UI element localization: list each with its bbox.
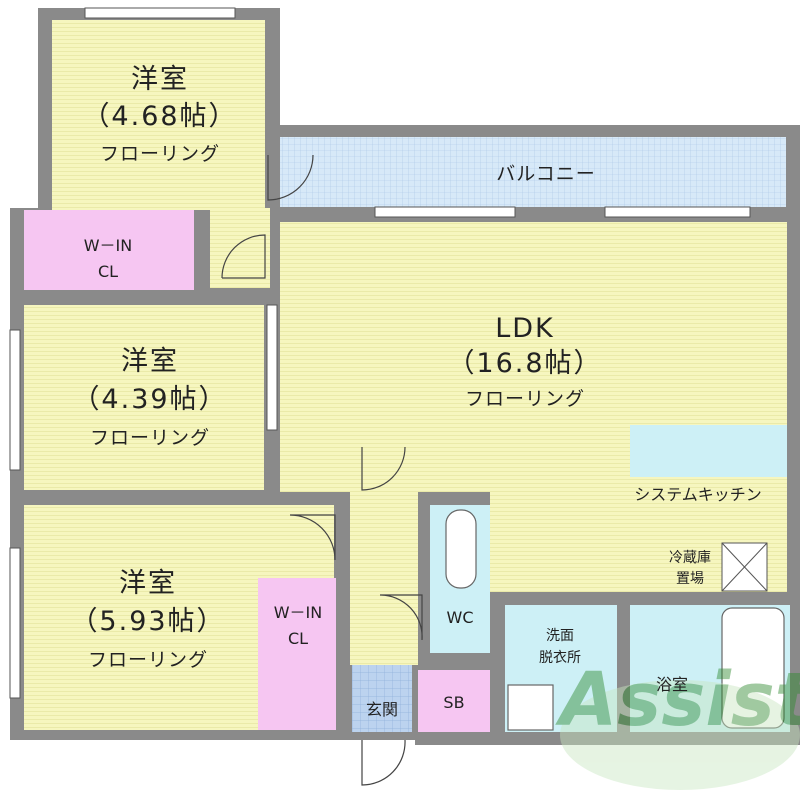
svg-text:Assist: Assist [555, 657, 800, 743]
washroom-line2: 脱衣所 [539, 650, 581, 666]
washroom-line1: 洗面 [546, 628, 574, 644]
shoe-box-label: SB [443, 693, 464, 712]
shoe-box [418, 670, 490, 732]
ldk-floor: フローリング [465, 388, 585, 410]
balcony [280, 137, 786, 207]
balcony-label: バルコニー [496, 163, 596, 185]
walk-in-closet-1 [24, 210, 194, 290]
watermark-logo: Assist [555, 657, 800, 790]
toilet [445, 509, 477, 589]
bathtub [721, 607, 785, 729]
bedroom-2-name: 洋室 [121, 346, 179, 377]
fridge-line1: 冷蔵庫 [669, 549, 711, 566]
bedroom-2-size: （4.39帖） [72, 384, 227, 415]
bedroom-1-passage [210, 208, 270, 288]
kitchen-counter [630, 425, 787, 477]
wic-2-line1: W－IN [274, 603, 323, 622]
bedroom-1-size: （4.68帖） [82, 101, 237, 132]
bedroom-1-floor: フローリング [100, 143, 220, 165]
bedroom-3-floor: フローリング [88, 649, 208, 671]
ldk-name: LDK [495, 313, 555, 344]
kitchen-label: システムキッチン [634, 485, 762, 504]
bedroom-1-name: 洋室 [131, 64, 189, 95]
bedroom-3-name: 洋室 [119, 568, 177, 599]
wic-2-line2: CL [288, 629, 308, 648]
wc-label: WC [447, 608, 474, 627]
washbasin [507, 684, 554, 731]
bedroom-2-floor: フローリング [90, 427, 210, 449]
wic-1-line2: CL [98, 262, 118, 281]
fridge-line2: 置場 [676, 571, 704, 587]
doors [221, 154, 423, 786]
bedroom-2 [24, 305, 264, 490]
windows [9, 7, 751, 699]
ldk-size: （16.8帖） [447, 348, 602, 379]
walk-in-closet-2 [258, 578, 336, 730]
bath-label: 浴室 [656, 675, 688, 694]
entrance [352, 665, 412, 732]
entrance-label: 玄関 [366, 700, 398, 719]
wic-1-line1: W－IN [84, 236, 133, 255]
bedroom-3-size: （5.93帖） [70, 606, 225, 637]
hallway [350, 440, 418, 665]
bedroom-1 [52, 20, 265, 210]
